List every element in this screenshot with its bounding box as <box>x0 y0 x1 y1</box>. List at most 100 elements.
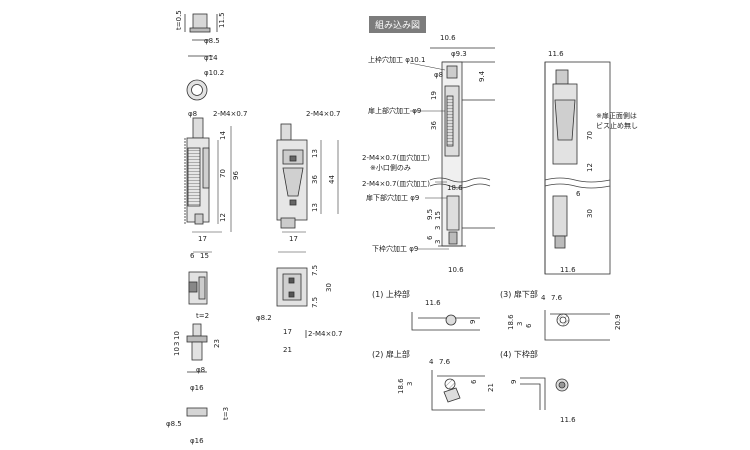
dim-phi82: φ8.2 <box>256 314 272 322</box>
callout-small-side: ※小口側のみ <box>370 163 411 172</box>
dim-21: 21 <box>283 346 292 354</box>
dim-m4-c: 2-M4×0.7 <box>308 330 342 338</box>
dim-94: 9.4 <box>478 70 486 82</box>
section-upper-frame: (1) 上枠部 <box>372 289 410 299</box>
assembly-callouts: 上枠穴加工 φ10.1 扉上部穴加工 φ9 2-M4×0.7(皿穴加工) ※小口… <box>362 55 449 253</box>
detail-lower-frame <box>520 377 569 410</box>
dim-12-asm: 12 <box>586 163 594 172</box>
dim-m4-a: 2-M4×0.7 <box>213 110 247 118</box>
d1-116: 11.6 <box>425 299 441 307</box>
dim-phi8-b: φ8 <box>196 366 205 374</box>
dim-phi14: φ14 <box>204 54 218 62</box>
d3-6: 6 <box>525 323 533 328</box>
d1-9: 9 <box>469 320 477 324</box>
dim-13a: 13 <box>311 149 319 158</box>
dim-96: 96 <box>232 171 240 180</box>
dim-3: 3 <box>173 342 181 346</box>
d3-209: 20.9 <box>614 314 622 330</box>
dim-3b: 3 <box>434 240 442 244</box>
dim-6-asm: 6 <box>426 235 434 240</box>
dim-36-asm: 36 <box>430 121 438 130</box>
d3-76: 7.6 <box>551 294 563 302</box>
dim-14: 14 <box>219 131 227 140</box>
washer-view <box>186 79 208 101</box>
washer-side-view <box>186 407 208 417</box>
callout-m4: 2-M4×0.7(皿穴加工) <box>362 179 430 188</box>
dim-36: 36 <box>311 175 319 184</box>
d2-6: 6 <box>470 379 478 384</box>
dim-phi8-asm: φ8 <box>434 71 443 79</box>
dim-95: 9.5 <box>426 209 434 220</box>
detail-upper-frame <box>411 312 480 331</box>
hinge-plate-view <box>188 271 208 305</box>
d3-4: 4 <box>541 294 546 302</box>
callout-door-lower-hole: 扉下部穴加工 φ9 <box>366 193 419 202</box>
dim-phi93: φ9.3 <box>451 50 467 58</box>
dim-44: 44 <box>328 175 336 184</box>
d3-186: 18.6 <box>507 314 515 330</box>
dim-116b: 11.6 <box>560 266 576 274</box>
assembly-title-badge: 組み込み図 <box>369 16 427 33</box>
d4-116: 11.6 <box>560 416 576 424</box>
dim-70-asm: 70 <box>586 131 594 140</box>
dim-12: 12 <box>219 213 227 222</box>
d4-9: 9 <box>510 380 518 384</box>
d3-3: 3 <box>516 322 524 326</box>
assembly-frame <box>429 47 495 247</box>
dim-70: 70 <box>219 169 227 178</box>
dim-phi85-b: φ8.5 <box>166 420 182 428</box>
note-door-face-1: ※扉正面側は <box>596 111 637 120</box>
dim-17: 17 <box>198 235 207 243</box>
d2-4: 4 <box>429 358 434 366</box>
dim-10: 10 <box>173 347 181 356</box>
dim-30: 30 <box>325 283 333 292</box>
dim-phi16: φ16 <box>190 384 204 392</box>
dim-17-mid: 17 <box>289 235 298 243</box>
dim-phi8-top: φ8 <box>188 110 197 118</box>
hinge-side-view <box>276 123 308 229</box>
callout-door-upper-hole: 扉上部穴加工 φ9 <box>368 106 421 115</box>
dim-phi16-b: φ16 <box>190 437 204 445</box>
dim-115: 11.5 <box>218 12 226 28</box>
dim-phi85: φ8.5 <box>204 37 220 45</box>
dim-3a: 3 <box>434 226 442 230</box>
pin-side-view <box>186 323 208 373</box>
dim-m4-b: 2-M4×0.7 <box>306 110 340 118</box>
d2-186: 18.6 <box>397 378 405 394</box>
section-door-upper: (2) 扉上部 <box>372 349 410 359</box>
dim-t05: t=0.5 <box>175 10 183 30</box>
dim-30-asm: 30 <box>586 209 594 218</box>
detail-door-lower <box>544 310 610 341</box>
hinge-front-view <box>184 117 210 225</box>
callout-lower-hole: 下枠穴加工 φ9 <box>372 244 418 253</box>
dim-t3: t=3 <box>222 407 230 420</box>
dim-15: 15 <box>200 252 209 260</box>
dim-6b-asm: 6 <box>576 190 581 198</box>
d2-21: 21 <box>487 383 495 392</box>
dim-10b: 10 <box>173 331 181 340</box>
dim-6: 6 <box>190 252 195 260</box>
dim-106b: 10.6 <box>448 266 464 274</box>
callout-m4-small: 2-M4×0.7(皿穴加工) <box>362 153 430 162</box>
hinge-block-view <box>276 267 308 338</box>
d2-76: 7.6 <box>439 358 451 366</box>
dim-phi102: φ10.2 <box>204 69 224 77</box>
note-door-face-2: ビス止め無し <box>596 121 638 130</box>
dim-106a: 10.6 <box>440 34 456 42</box>
top-pin-view <box>184 13 218 57</box>
dim-186-asm: 18.6 <box>447 184 463 192</box>
section-lower-frame: (4) 下枠部 <box>500 349 538 359</box>
dim-13b: 13 <box>311 203 319 212</box>
section-door-lower: (3) 扉下部 <box>500 289 538 299</box>
detail-door-upper <box>431 370 485 411</box>
dim-116a: 11.6 <box>548 50 564 58</box>
d2-3: 3 <box>406 382 414 386</box>
dim-17b: 17 <box>283 328 292 336</box>
dim-23: 23 <box>213 339 221 348</box>
assembly-section-right <box>544 61 611 275</box>
callout-upper-hole: 上枠穴加工 φ10.1 <box>368 55 425 64</box>
dim-75b: 7.5 <box>311 297 319 308</box>
dim-19: 19 <box>430 91 438 100</box>
dim-15-asm: 15 <box>434 211 442 220</box>
